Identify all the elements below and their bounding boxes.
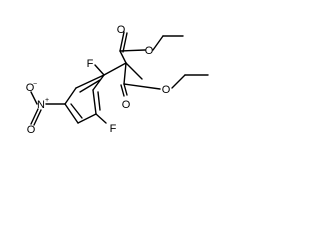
fluorine-substituents [94,64,107,124]
atom-o-ester-bottom: O [162,84,171,96]
bond-c5-ester-o [123,83,161,90]
atom-o-nitro-double: O [27,124,36,136]
bond-ring-f-top [94,64,105,76]
bond-n-o-single [30,91,38,105]
ring-double-bond-3 [79,79,101,93]
ring-bond-4 [64,103,79,124]
bond-c3-ring [103,62,127,76]
o-negative-charge: − [33,81,37,88]
atom-o-nitro-single: O [26,82,35,94]
quaternary-carbon [103,62,143,85]
bond-n-o-double-2 [33,109,42,126]
bond-c3-methyl [125,62,143,80]
atom-f-bottom: F [110,123,117,135]
bond-c4-carbonyl-o2 [122,32,128,53]
ring-bond-5 [64,87,77,105]
bond-ester-o-ch2 [152,35,164,51]
bond-c3-c5 [123,62,127,85]
top-ester-group [119,31,184,64]
structure-canvas: O O O O F F N + O − O [26,24,209,136]
benzene-ring [64,74,105,124]
chemical-structure: O O O O F F N + O − O [26,24,209,136]
atom-o-carbonyl-top: O [117,24,126,36]
bond-c5-carbonyl-o1 [123,83,128,96]
ring-bond-6 [75,74,105,89]
atom-n-nitro: N [37,99,45,111]
atom-o-carbonyl-bottom: O [122,99,131,111]
ring-bond-1 [92,74,105,91]
ring-bond-3 [77,113,97,124]
bond-ester-o-ch2-b [171,74,186,89]
atom-o-ester-top: O [145,45,154,57]
bond-c3-c4 [119,50,127,64]
ring-double-bond-2 [70,103,83,119]
bond-c5-carbonyl-o2 [120,84,125,97]
bottom-ester-group [120,74,209,97]
nitro-group [30,91,66,126]
bond-c4-carbonyl-o1 [119,31,125,52]
atom-f-top: F [87,58,94,70]
bond-ring-f-bottom [95,113,107,124]
ring-double-bond-1 [97,91,101,111]
bond-c4-ester-o [119,49,146,52]
n-positive-charge: + [45,97,49,104]
bond-n-o-double-1 [30,108,39,125]
ring-bond-2 [92,89,97,115]
